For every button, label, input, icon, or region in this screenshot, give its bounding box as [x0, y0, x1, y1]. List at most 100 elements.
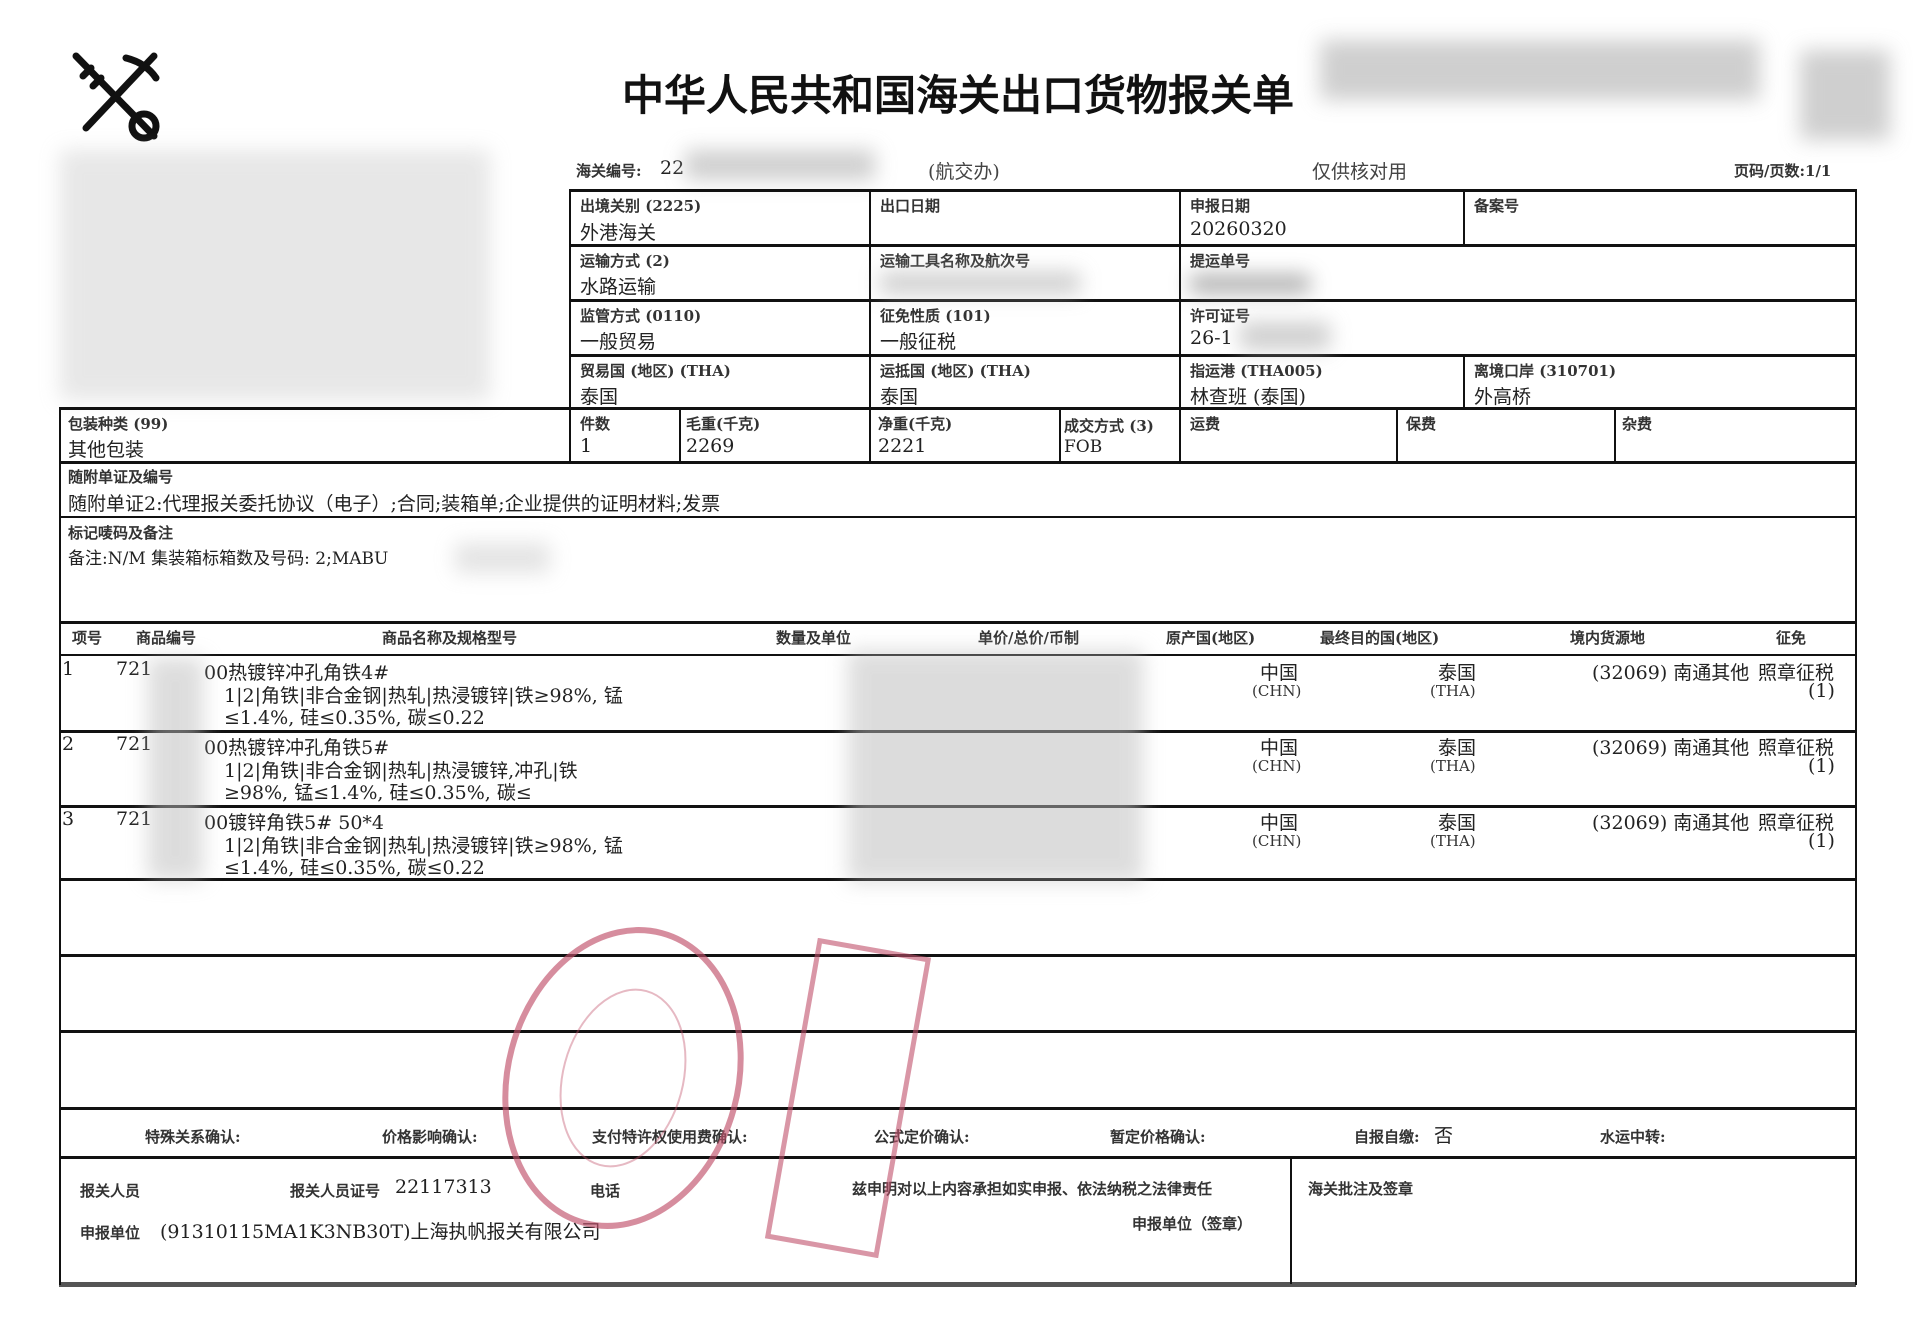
attached-docs-label: 随附单证及编号 [68, 468, 174, 486]
divider [59, 1282, 1856, 1287]
company-seal-stamp [498, 918, 748, 1242]
item-source: (32069) 南通其他 [1592, 662, 1750, 684]
item-dest: 泰国 [1438, 737, 1477, 759]
col-header-name: 商品名称及规格型号 [382, 629, 518, 647]
item-origin: 中国 [1260, 812, 1299, 834]
dest-port-label: 指运港 (THA005) [1190, 362, 1323, 380]
declaring-unit-label: 申报单位 [80, 1224, 141, 1242]
special-relation-label: 特殊关系确认: [145, 1128, 241, 1146]
item-source: (32069) 南通其他 [1592, 737, 1750, 759]
item-name: 00热镀锌冲孔角铁5# [204, 737, 390, 759]
redacted-customs-no [685, 150, 875, 180]
item-tax-code: (1) [1808, 755, 1835, 777]
table-row: 1 721 00热镀锌冲孔角铁4# 1|2|角铁|非合金钢|热轧|热浸镀锌|铁≥… [0, 656, 1920, 730]
trade-country-value: 泰国 [580, 386, 619, 408]
supervision-value: 一般贸易 [580, 331, 657, 353]
item-no: 1 [62, 658, 75, 680]
package-type-label: 包装种类 (99) [68, 415, 169, 433]
dest-country-value: 泰国 [880, 386, 919, 408]
declaration-statement: 兹申明对以上内容承担如实申报、依法纳税之法律责任 [852, 1180, 1213, 1198]
divider [1059, 407, 1061, 462]
exit-port-label: 离境口岸 (310701) [1474, 362, 1617, 380]
item-tax-code: (1) [1808, 830, 1835, 852]
net-weight-value: 2221 [878, 435, 927, 457]
package-type-value: 其他包装 [68, 439, 145, 461]
self-pay-label: 自报自缴: [1354, 1128, 1420, 1146]
declare-date-value: 20260320 [1190, 218, 1287, 240]
divider [59, 954, 1856, 957]
item-dest: 泰国 [1438, 662, 1477, 684]
redacted-container [455, 543, 550, 573]
transport-mode-label: 运输方式 (2) [580, 252, 670, 270]
royalty-label: 支付特许权使用费确认: [592, 1128, 748, 1146]
item-source: (32069) 南通其他 [1592, 812, 1750, 834]
item-dest-code: (THA) [1430, 757, 1476, 775]
item-dest-code: (THA) [1430, 682, 1476, 700]
col-header-dest: 最终目的国(地区) [1320, 629, 1440, 647]
item-spec: ≤1.4%, 硅≤0.35%, 碳≤0.22 [224, 707, 485, 729]
item-code: 721 [116, 808, 153, 830]
seal-label: 申报单位（签章） [1132, 1215, 1253, 1233]
item-no: 3 [62, 808, 75, 830]
trade-country-label: 贸易国 (地区) (THA) [580, 362, 731, 380]
redacted-barcode [1320, 40, 1760, 100]
export-date-label: 出口日期 [880, 197, 941, 215]
divider [569, 244, 1856, 247]
redacted-vessel [880, 272, 1080, 294]
marks-value: 备注:N/M 集装箱标箱数及号码: 2;MABU [68, 549, 389, 569]
redacted-qr [1800, 50, 1890, 140]
license-no-label: 许可证号 [1190, 307, 1251, 325]
col-header-tax: 征免 [1776, 629, 1807, 647]
deal-mode-label: 成交方式 (3) [1064, 417, 1154, 435]
item-code: 721 [116, 733, 153, 755]
dest-port-value: 林查班 (泰国) [1190, 386, 1306, 408]
water-transit-label: 水运中转: [1600, 1128, 1666, 1146]
dest-country-label: 运抵国 (地区) (THA) [880, 362, 1031, 380]
table-row: 3 721 00镀锌角铁5# 50*4 1|2|角铁|非合金钢|热轧|热浸镀锌|… [0, 806, 1920, 880]
col-header-origin: 原产国(地区) [1166, 629, 1256, 647]
item-spec: 1|2|角铁|非合金钢|热轧|热浸镀锌|铁≥98%, 锰 [224, 685, 623, 707]
col-header-code: 商品编号 [136, 629, 197, 647]
item-code: 721 [116, 658, 153, 680]
divider [1463, 189, 1465, 244]
redacted-qty-price [848, 650, 1143, 882]
exit-customs-label: 出境关别 (2225) [580, 197, 702, 215]
item-spec: 1|2|角铁|非合金钢|热轧|热浸镀锌,冲孔|铁 [224, 760, 578, 782]
divider [1179, 189, 1181, 462]
divider [59, 1030, 1856, 1033]
item-tax: 照章征税 [1758, 662, 1835, 684]
item-spec: ≥98%, 锰≤1.4%, 硅≤0.35%, 碳≤ [224, 782, 532, 804]
declare-date-label: 申报日期 [1190, 197, 1251, 215]
divider [59, 407, 1856, 410]
col-header-price: 单价/总价/币制 [978, 629, 1079, 647]
col-header-no: 项号 [72, 629, 103, 647]
bill-no-label: 提运单号 [1190, 252, 1251, 270]
item-origin-code: (CHN) [1252, 682, 1302, 700]
price-impact-label: 价格影响确认: [382, 1128, 478, 1146]
exit-port-value: 外高桥 [1474, 386, 1532, 408]
exit-customs-value: 外港海关 [580, 222, 657, 244]
item-origin: 中国 [1260, 662, 1299, 684]
redacted-license [1240, 322, 1330, 350]
redacted-bill [1190, 275, 1310, 293]
divider [1396, 407, 1398, 462]
net-weight-label: 净重(千克) [878, 415, 953, 433]
provisional-price-label: 暂定价格确认: [1110, 1128, 1206, 1146]
deal-mode-value: FOB [1064, 437, 1103, 457]
customs-no-label: 海关编号: [576, 162, 642, 180]
item-dest: 泰国 [1438, 812, 1477, 834]
item-spec: ≤1.4%, 硅≤0.35%, 碳≤0.22 [224, 857, 485, 879]
gross-weight-label: 毛重(千克) [686, 415, 761, 433]
divider [59, 621, 1856, 624]
table-row: 2 721 00热镀锌冲孔角铁5# 1|2|角铁|非合金钢|热轧|热浸镀锌,冲孔… [0, 731, 1920, 805]
col-header-qty: 数量及单位 [776, 629, 852, 647]
divider [59, 461, 1856, 464]
transport-name-label: 运输工具名称及航次号 [880, 252, 1031, 270]
divider [1463, 354, 1465, 408]
tax-nature-value: 一般征税 [880, 331, 957, 353]
declaring-unit-value: (91310115MA1K3NB30T)上海执帆报关有限公司 [160, 1221, 601, 1243]
page-info: 页码/页数:1/1 [1734, 162, 1832, 180]
tax-nature-label: 征免性质 (101) [880, 307, 991, 325]
item-tax: 照章征税 [1758, 812, 1835, 834]
insurance-label: 保费 [1406, 415, 1437, 433]
